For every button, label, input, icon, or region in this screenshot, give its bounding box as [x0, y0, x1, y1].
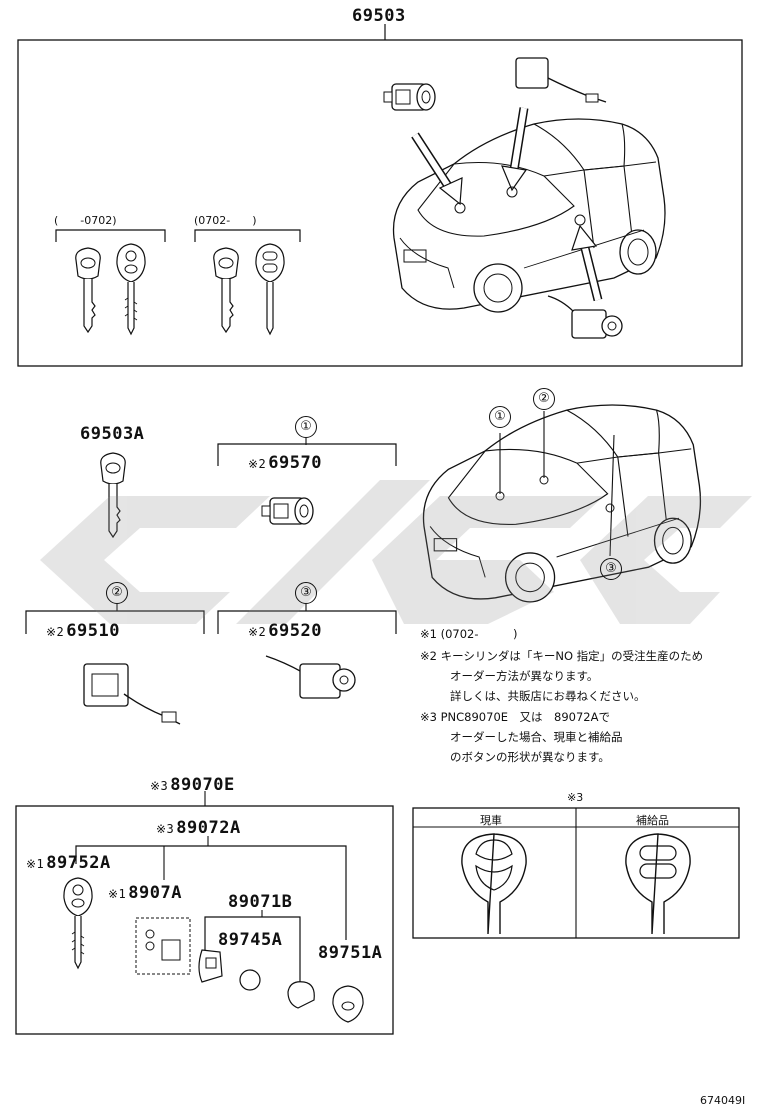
- note-3-line-3: のボタンの形状が異なります。: [450, 750, 610, 764]
- key-case-button-icon: [287, 981, 315, 1009]
- note-1: ※1 (0702- ): [420, 627, 518, 641]
- main-part-number: 69503: [352, 6, 406, 26]
- transponder-chip-icon: [135, 917, 191, 975]
- callout-2: ②: [106, 582, 128, 604]
- remote-key-icon: [255, 243, 285, 335]
- car-illustration: [392, 118, 666, 313]
- note-3-line-2: オーダーした場合、現車と補給品: [450, 730, 623, 744]
- table-header-replacement: 補給品: [636, 814, 669, 827]
- ignition-cylinder-icon: [383, 83, 436, 111]
- car-callout-2: ②: [533, 388, 555, 410]
- key-icon: [75, 247, 101, 333]
- lock-cylinder-icon: [83, 663, 181, 725]
- part-number-69503A: 69503A: [80, 424, 145, 444]
- car-callout-3: ③: [600, 558, 622, 580]
- note-2-line-1: ※2 キーシリンダは「キーNO 指定」の受注生産のため: [420, 649, 704, 663]
- part-number-89745A: 89745A: [218, 930, 283, 950]
- battery-icon: [239, 969, 261, 991]
- replacement-key-button-icon: [625, 833, 691, 935]
- part-number-89751A: 89751A: [318, 943, 383, 963]
- table-mark: ※3: [567, 791, 584, 804]
- door-cylinder-icon: [265, 655, 356, 699]
- figure-id: 674049I: [700, 1094, 746, 1107]
- actual-key-button-icon: [461, 833, 527, 935]
- note-3-line-1: ※3 PNC89070E 又は 89072Aで: [420, 710, 610, 724]
- door-cylinder-icon: [547, 295, 623, 339]
- callout-1: ①: [295, 416, 317, 438]
- car-callout-1: ①: [489, 406, 511, 428]
- watermark-logo: [40, 480, 752, 624]
- table-header-actual: 現車: [480, 814, 502, 827]
- circuit-board-icon: [198, 949, 223, 983]
- part-number-89071B: 89071B: [228, 892, 293, 912]
- note-2-line-2: オーダー方法が異なります。: [450, 669, 599, 683]
- remote-key-icon: [63, 877, 93, 969]
- ignition-cylinder-icon: [261, 497, 314, 525]
- callout-3: ③: [295, 582, 317, 604]
- remote-key-icon: [116, 243, 146, 335]
- key-icon: [213, 247, 239, 333]
- key-range-before: ( -0702): [54, 214, 117, 227]
- key-cover-icon: [332, 985, 364, 1023]
- key-range-after: (0702- ): [194, 214, 257, 227]
- lock-cylinder-icon: [515, 57, 607, 103]
- note-2-line-3: 詳しくは、共販店にお尋ねください。: [450, 689, 646, 703]
